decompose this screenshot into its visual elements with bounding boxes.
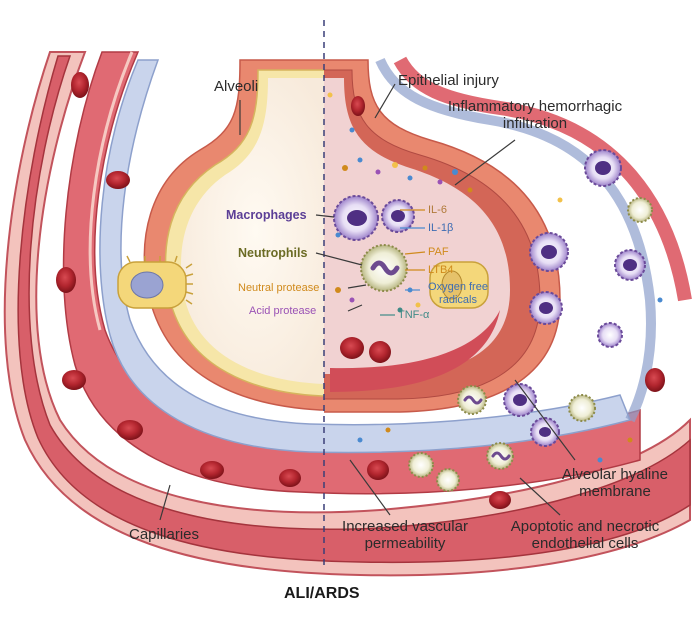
label-capillaries: Capillaries — [129, 526, 200, 543]
capillary-wall — [3, 51, 691, 577]
label-acid-protease: Acid protease — [249, 305, 317, 317]
label-apoptotic-necrotic-cells: Apoptotic and necrotic endothelial cells — [485, 518, 685, 553]
label-apoptotic-line2: endothelial cells — [531, 535, 639, 553]
label-tnfa: TNF-α — [398, 309, 430, 321]
epithelial-cell-left — [117, 255, 194, 309]
inner-vessel — [62, 51, 641, 495]
label-il6: IL-6 — [428, 204, 447, 216]
label-increased-vascular-permeability: Increased vascular permeability — [330, 518, 480, 553]
label-neutrophils: Neutrophils — [238, 246, 308, 260]
mediator-pointers — [380, 209, 426, 316]
label-inflammatory-infiltration: Inflammatory hemorrhagic infiltration — [440, 98, 630, 133]
label-il1b: IL-1β — [428, 222, 454, 234]
label-paf: PAF — [428, 246, 449, 258]
label-epithelial-injury: Epithelial injury — [398, 72, 499, 89]
label-macrophages: Macrophages — [226, 208, 307, 222]
label-inflammatory-line1: Inflammatory hemorrhagic — [447, 98, 623, 115]
label-neutral-protease: Neutral protease — [238, 282, 320, 294]
leader-lines — [159, 83, 576, 521]
label-alveolar-line2: membrane — [579, 483, 651, 501]
alveolar-wall-left — [143, 59, 324, 411]
label-alveoli: Alveoli — [214, 78, 259, 95]
label-oxygen-free-radicals: Oxygen free radicals — [418, 281, 498, 306]
red-blood-cells — [56, 72, 665, 509]
label-inflammatory-line2: infiltration — [502, 115, 568, 133]
label-apoptotic-line1: Apoptotic and necrotic — [510, 518, 660, 535]
diagram-title: ALI/ARDS — [284, 585, 360, 602]
epithelial-cell-right — [429, 261, 489, 309]
macrophages — [333, 149, 646, 447]
label-ltb4: LTB4 — [428, 264, 454, 276]
alveolar-wall-right — [324, 59, 561, 413]
label-vascular-line1: Increased vascular — [342, 518, 468, 535]
label-oxygen-line2: radicals — [439, 293, 477, 306]
neutrophils — [360, 197, 653, 492]
label-oxygen-line1: Oxygen free — [428, 281, 488, 293]
label-alveolar-hyaline-membrane: Alveolar hyaline membrane — [545, 466, 685, 501]
label-vascular-line2: permeability — [364, 535, 446, 553]
label-alveolar-line1: Alveolar hyaline — [562, 466, 668, 483]
mediator-particles — [327, 92, 663, 463]
